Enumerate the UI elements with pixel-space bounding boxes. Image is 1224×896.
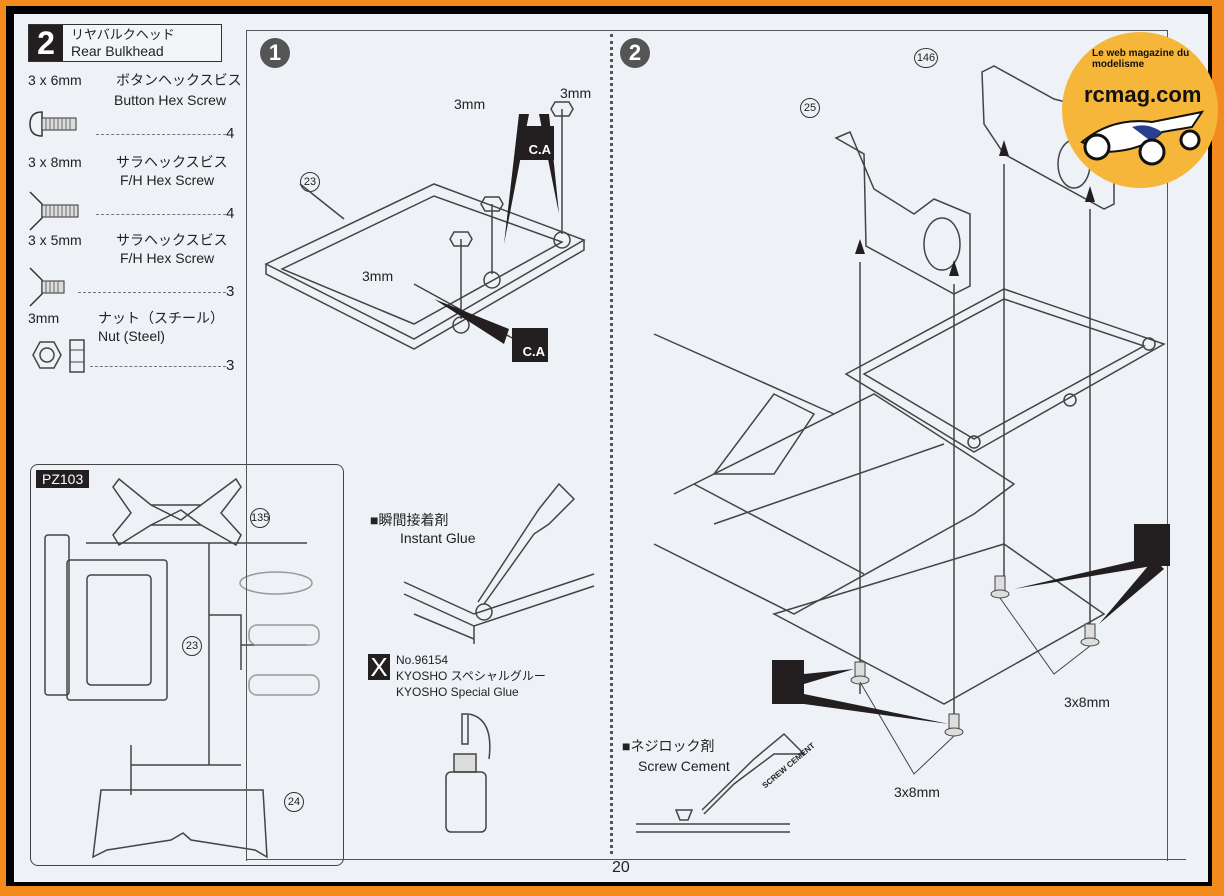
rc-buggy-icon bbox=[1080, 110, 1205, 166]
watermark-brand: rcmag.com bbox=[1084, 82, 1202, 107]
part-callout-24: 24 bbox=[284, 792, 304, 812]
part-size: 3 x 5mm bbox=[28, 232, 82, 248]
part-callout-146: 146 bbox=[914, 48, 938, 68]
special-glue-jp: KYOSHO スペシャルグルー bbox=[396, 669, 546, 683]
part-name-en: Button Hex Screw bbox=[114, 92, 227, 108]
part-qty: 4 bbox=[226, 125, 235, 142]
part-name-jp: ナット（スチール） bbox=[98, 310, 224, 326]
step-title-jp: リヤバルクヘッド bbox=[71, 27, 175, 42]
ca-glue-icon: C.A bbox=[512, 328, 548, 362]
screw-cement-icon bbox=[772, 660, 804, 704]
nut-size-label: 3mm bbox=[362, 268, 394, 284]
parts-tree-label: PZ103 bbox=[36, 470, 90, 488]
part-callout-23: 23 bbox=[300, 172, 320, 192]
part-name-en: F/H Hex Screw bbox=[120, 172, 215, 188]
screw-size-label: 3x8mm bbox=[1064, 694, 1110, 710]
part-name-jp: サラヘックスビス bbox=[116, 232, 228, 248]
part-callout-23: 23 bbox=[182, 636, 202, 656]
optional-part-mark: X bbox=[368, 654, 390, 680]
step-header: 2 リヤバルクヘッド Rear Bulkhead bbox=[28, 24, 222, 62]
instruction-panel bbox=[246, 30, 1168, 861]
special-glue-part-no: No.96154 bbox=[396, 653, 449, 667]
substep-1-number: 1 bbox=[260, 38, 290, 68]
step-title-en: Rear Bulkhead bbox=[71, 43, 164, 59]
flat-head-screw-icon bbox=[29, 191, 79, 231]
part-name-jp: ボタンヘックスビス bbox=[116, 72, 242, 88]
glue-note-jp: ■瞬間接着剤 bbox=[370, 512, 449, 528]
substep-divider bbox=[610, 34, 613, 854]
part-qty: 4 bbox=[226, 205, 235, 222]
parts-item: 3 x 5mm サラヘックスビス F/H Hex Screw 3 bbox=[28, 232, 238, 308]
part-name-jp: サラヘックスビス bbox=[116, 154, 228, 170]
manual-page: 2 リヤバルクヘッド Rear Bulkhead 3 x 6mm ボタンヘックス… bbox=[14, 14, 1218, 882]
parts-tree-box bbox=[30, 464, 344, 866]
screw-cement-icon bbox=[1134, 524, 1170, 566]
part-name-en: Nut (Steel) bbox=[98, 328, 165, 344]
cement-note-jp: ■ネジロック剤 bbox=[622, 738, 715, 754]
part-size: 3mm bbox=[28, 310, 60, 326]
glue-note-en: Instant Glue bbox=[400, 530, 476, 546]
nut-size-label: 3mm bbox=[560, 85, 592, 101]
flat-head-screw-icon bbox=[29, 267, 65, 307]
parts-item: 3 x 8mm サラヘックスビス F/H Hex Screw 4 bbox=[28, 154, 238, 231]
part-size: 3 x 8mm bbox=[28, 154, 82, 170]
part-name-en: F/H Hex Screw bbox=[120, 250, 215, 266]
substep-2-number: 2 bbox=[620, 38, 650, 68]
parts-tree-illustration bbox=[44, 477, 320, 859]
part-qty: 3 bbox=[226, 283, 235, 300]
part-size: 3 x 6mm bbox=[28, 72, 82, 88]
step-number: 2 bbox=[29, 25, 63, 61]
part-callout-25: 25 bbox=[800, 98, 820, 118]
rcmag-watermark-logo: Le web magazine du modelisme rcmag.com bbox=[1062, 32, 1218, 188]
special-glue-en: KYOSHO Special Glue bbox=[396, 685, 519, 699]
part-callout-135: 135 bbox=[250, 508, 270, 528]
part-qty: 3 bbox=[226, 357, 235, 374]
parts-item: 3mm ナット（スチール） Nut (Steel) 3 bbox=[28, 310, 238, 390]
watermark-tagline: Le web magazine du modelisme bbox=[1092, 48, 1190, 70]
screw-size-label: 3x8mm bbox=[894, 784, 940, 800]
page-number: 20 bbox=[612, 859, 630, 876]
parts-item: 3 x 6mm ボタンヘックスビス Button Hex Screw 4 bbox=[28, 72, 242, 152]
cement-note-en: Screw Cement bbox=[638, 758, 730, 774]
hex-nut-icon bbox=[32, 339, 85, 373]
button-hex-screw-icon bbox=[29, 111, 77, 137]
bottom-rule bbox=[246, 859, 1186, 860]
ca-glue-icon: C.A bbox=[518, 126, 554, 160]
nut-size-label: 3mm bbox=[454, 96, 486, 112]
